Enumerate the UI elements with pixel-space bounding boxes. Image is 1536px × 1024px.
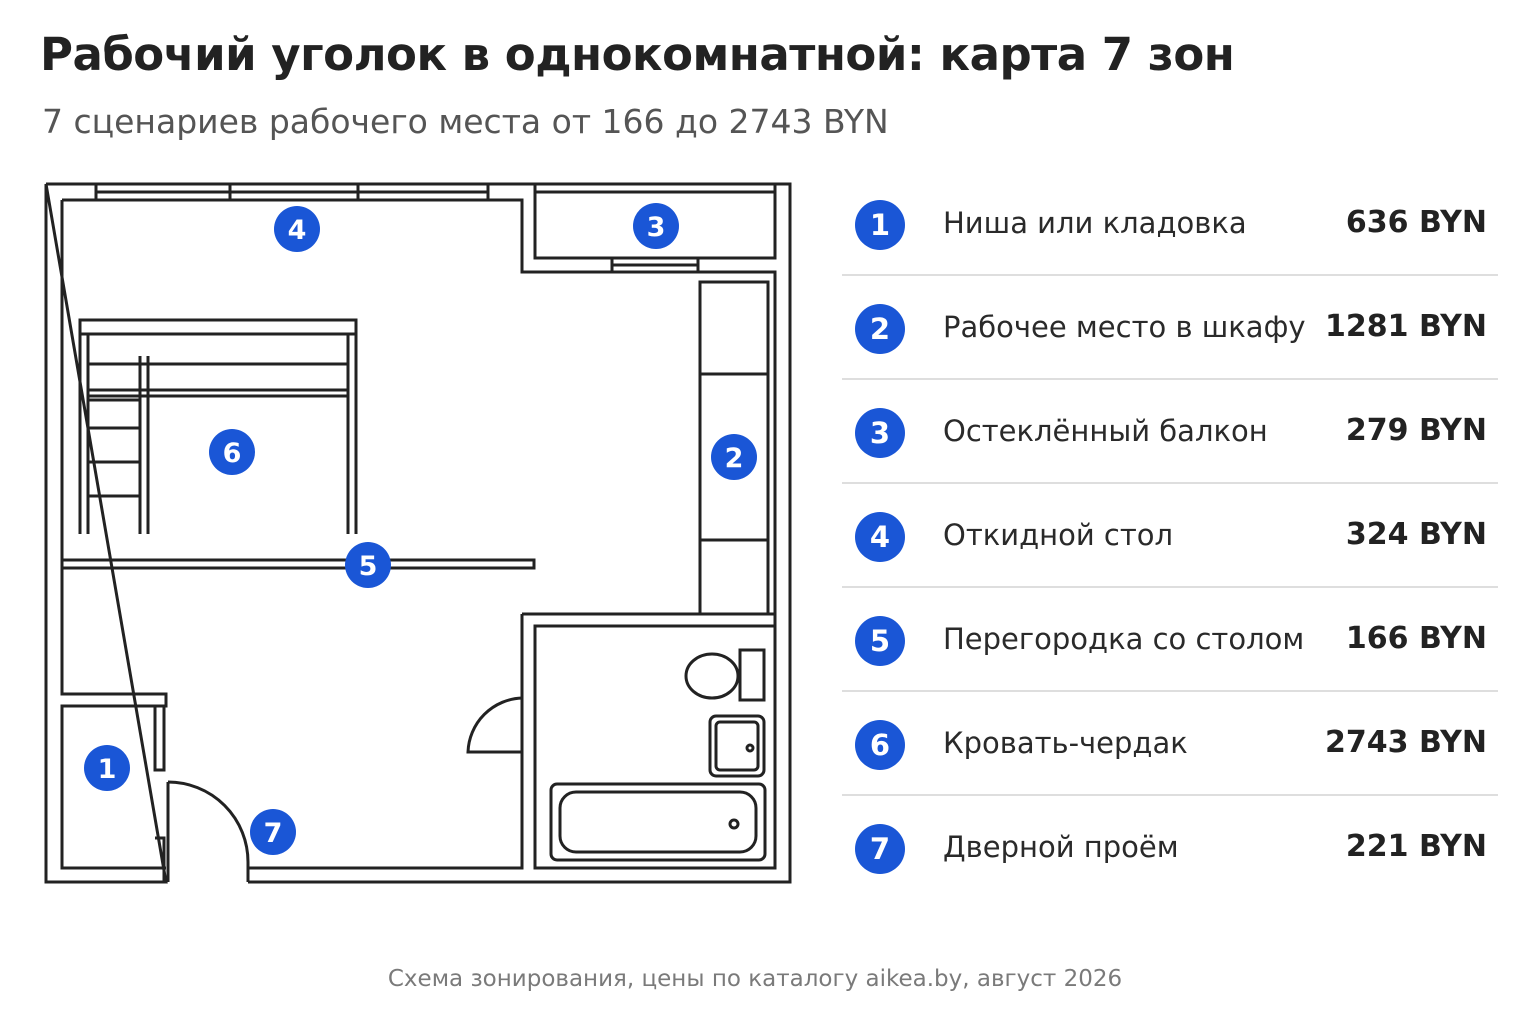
entrance-door [166, 780, 250, 882]
zone-price: 221 BYN [1345, 829, 1487, 864]
zone-number-badge: 1 [855, 200, 905, 250]
toilet-bowl [684, 652, 740, 700]
zone-legend: 1 Ниша или кладовка 636 BYN 2 Рабочее ме… [842, 172, 1498, 900]
wardrobe [698, 280, 770, 616]
bathroom-door [466, 696, 523, 754]
zone-name: Рабочее место в шкафу [943, 310, 1306, 344]
zone-name: Кровать-чердак [943, 726, 1188, 760]
outer-wall [44, 182, 792, 884]
legend-row-4: 4 Откидной стол 324 BYN [842, 484, 1498, 588]
legend-row-5: 5 Перегородка со столом 166 BYN [842, 588, 1498, 692]
plan-marker-3: 3 [633, 203, 679, 249]
floor-plan: 1 2 3 4 5 6 7 [44, 182, 792, 884]
zone-price: 2743 BYN [1325, 725, 1487, 760]
zone-price: 166 BYN [1345, 621, 1487, 656]
legend-row-7: 7 Дверной проём 221 BYN [842, 796, 1498, 900]
legend-row-2: 2 Рабочее место в шкафу 1281 BYN [842, 276, 1498, 380]
loft-bed-ladder [88, 356, 348, 534]
zone-price: 279 BYN [1345, 413, 1487, 448]
legend-row-3: 3 Остеклённый балкон 279 BYN [842, 380, 1498, 484]
zone-name: Перегородка со столом [943, 622, 1305, 656]
zone-number-badge: 5 [855, 616, 905, 666]
left-inner-wall [60, 200, 168, 870]
svg-text:4: 4 [288, 215, 307, 246]
page-title: Рабочий уголок в однокомнатной: карта 7 … [40, 28, 1235, 81]
zone-number-badge: 4 [855, 512, 905, 562]
zone-number-badge: 7 [855, 824, 905, 874]
page-subtitle: 7 сценариев рабочего места от 166 до 274… [42, 102, 889, 141]
svg-text:1: 1 [98, 754, 117, 785]
svg-text:7: 7 [264, 818, 283, 849]
loft-bed-frame [78, 318, 358, 336]
balcony [533, 184, 777, 272]
zone-number-badge: 2 [855, 304, 905, 354]
partition-desk [60, 558, 536, 570]
sink [708, 714, 766, 778]
zone-price: 636 BYN [1345, 205, 1487, 240]
svg-text:5: 5 [359, 551, 378, 582]
plan-marker-1: 1 [84, 745, 130, 791]
zone-name: Остеклённый балкон [943, 414, 1268, 448]
legend-row-1: 1 Ниша или кладовка 636 BYN [842, 172, 1498, 276]
legend-row-6: 6 Кровать-чердак 2743 BYN [842, 692, 1498, 796]
plan-marker-4: 4 [274, 206, 320, 252]
zone-name: Дверной проём [943, 830, 1179, 864]
zone-number-badge: 6 [855, 720, 905, 770]
svg-text:2: 2 [725, 443, 744, 474]
plan-marker-2: 2 [711, 434, 757, 480]
bathtub [549, 782, 767, 862]
plan-marker-5: 5 [345, 542, 391, 588]
zone-name: Ниша или кладовка [943, 206, 1247, 240]
plan-marker-6: 6 [209, 429, 255, 475]
svg-text:6: 6 [223, 438, 242, 469]
closet-wall [62, 704, 166, 882]
inner-wall [62, 198, 777, 870]
zone-name: Откидной стол [943, 518, 1174, 552]
toilet-tank [738, 648, 766, 702]
window-top [94, 184, 490, 200]
plan-marker-7: 7 [250, 809, 296, 855]
footer-note: Схема зонирования, цены по каталогу aike… [387, 966, 1123, 992]
zone-number-badge: 3 [855, 408, 905, 458]
zone-price: 324 BYN [1345, 517, 1487, 552]
svg-text:3: 3 [647, 212, 666, 243]
zone-price: 1281 BYN [1325, 309, 1487, 344]
